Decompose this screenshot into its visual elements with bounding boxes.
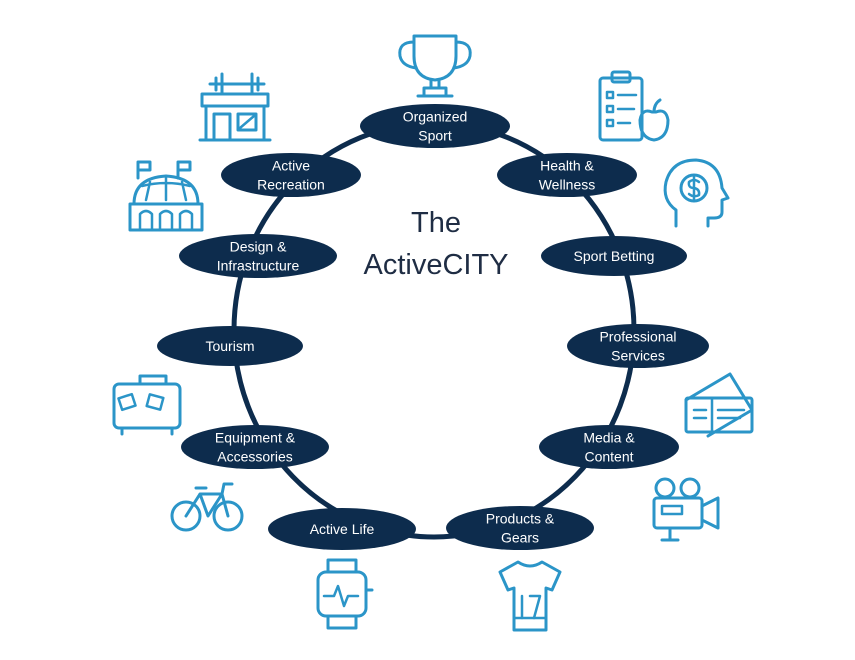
node-label: Accessories (217, 449, 292, 465)
bicycle-icon (170, 482, 244, 532)
node-label: Sport (418, 128, 452, 144)
node-label: Media & (583, 430, 635, 446)
jersey-icon (498, 560, 562, 632)
ticket-icon (684, 372, 754, 438)
title-line-1: The (411, 207, 461, 239)
node-health-wellness: Health & Wellness (497, 153, 637, 197)
node-label: Services (611, 348, 665, 364)
node-label: Products & (486, 511, 555, 527)
video-camera-icon (652, 477, 720, 542)
node-pill (567, 324, 709, 368)
node-sport-betting: Sport Betting (541, 236, 687, 276)
node-equipment-accessories: Equipment & Accessories (181, 425, 329, 469)
node-pill (360, 104, 510, 148)
smartwatch-icon (316, 558, 374, 630)
node-pill (446, 506, 594, 550)
node-label: Active Life (310, 521, 375, 537)
clipboard-apple-icon (598, 70, 670, 142)
node-pill (221, 153, 361, 197)
node-label: Equipment & (215, 430, 296, 446)
node-products-gears: Products & Gears (446, 506, 594, 550)
node-label: Professional (599, 329, 676, 345)
title-line-2: ActiveCITY (363, 249, 508, 281)
node-label: Wellness (539, 177, 596, 193)
node-pill (539, 425, 679, 469)
node-label: Gears (501, 530, 539, 546)
node-label: Health & (540, 158, 594, 174)
node-label: Organized (403, 109, 468, 125)
node-media-content: Media & Content (539, 425, 679, 469)
stadium-icon (128, 160, 204, 232)
city-buildings-icon (345, 300, 514, 462)
suitcase-icon (112, 374, 182, 436)
node-pill (179, 234, 337, 278)
head-dollar-icon (663, 158, 730, 228)
node-label: Active (272, 158, 310, 174)
node-label: Sport Betting (574, 248, 655, 264)
node-pill (268, 508, 416, 550)
gym-building-icon (198, 72, 272, 142)
node-design-infrastructure: Design & Infrastructure (179, 234, 337, 278)
node-label: Recreation (257, 177, 325, 193)
node-tourism: Tourism (157, 326, 303, 366)
trophy-icon (398, 34, 472, 98)
node-active-life: Active Life (268, 508, 416, 550)
node-pill (157, 326, 303, 366)
node-label: Content (584, 449, 633, 465)
node-pill (541, 236, 687, 276)
node-pill (181, 425, 329, 469)
node-label: Design & (230, 239, 287, 255)
node-pill (497, 153, 637, 197)
node-label: Tourism (205, 338, 254, 354)
node-label: Infrastructure (217, 258, 300, 274)
